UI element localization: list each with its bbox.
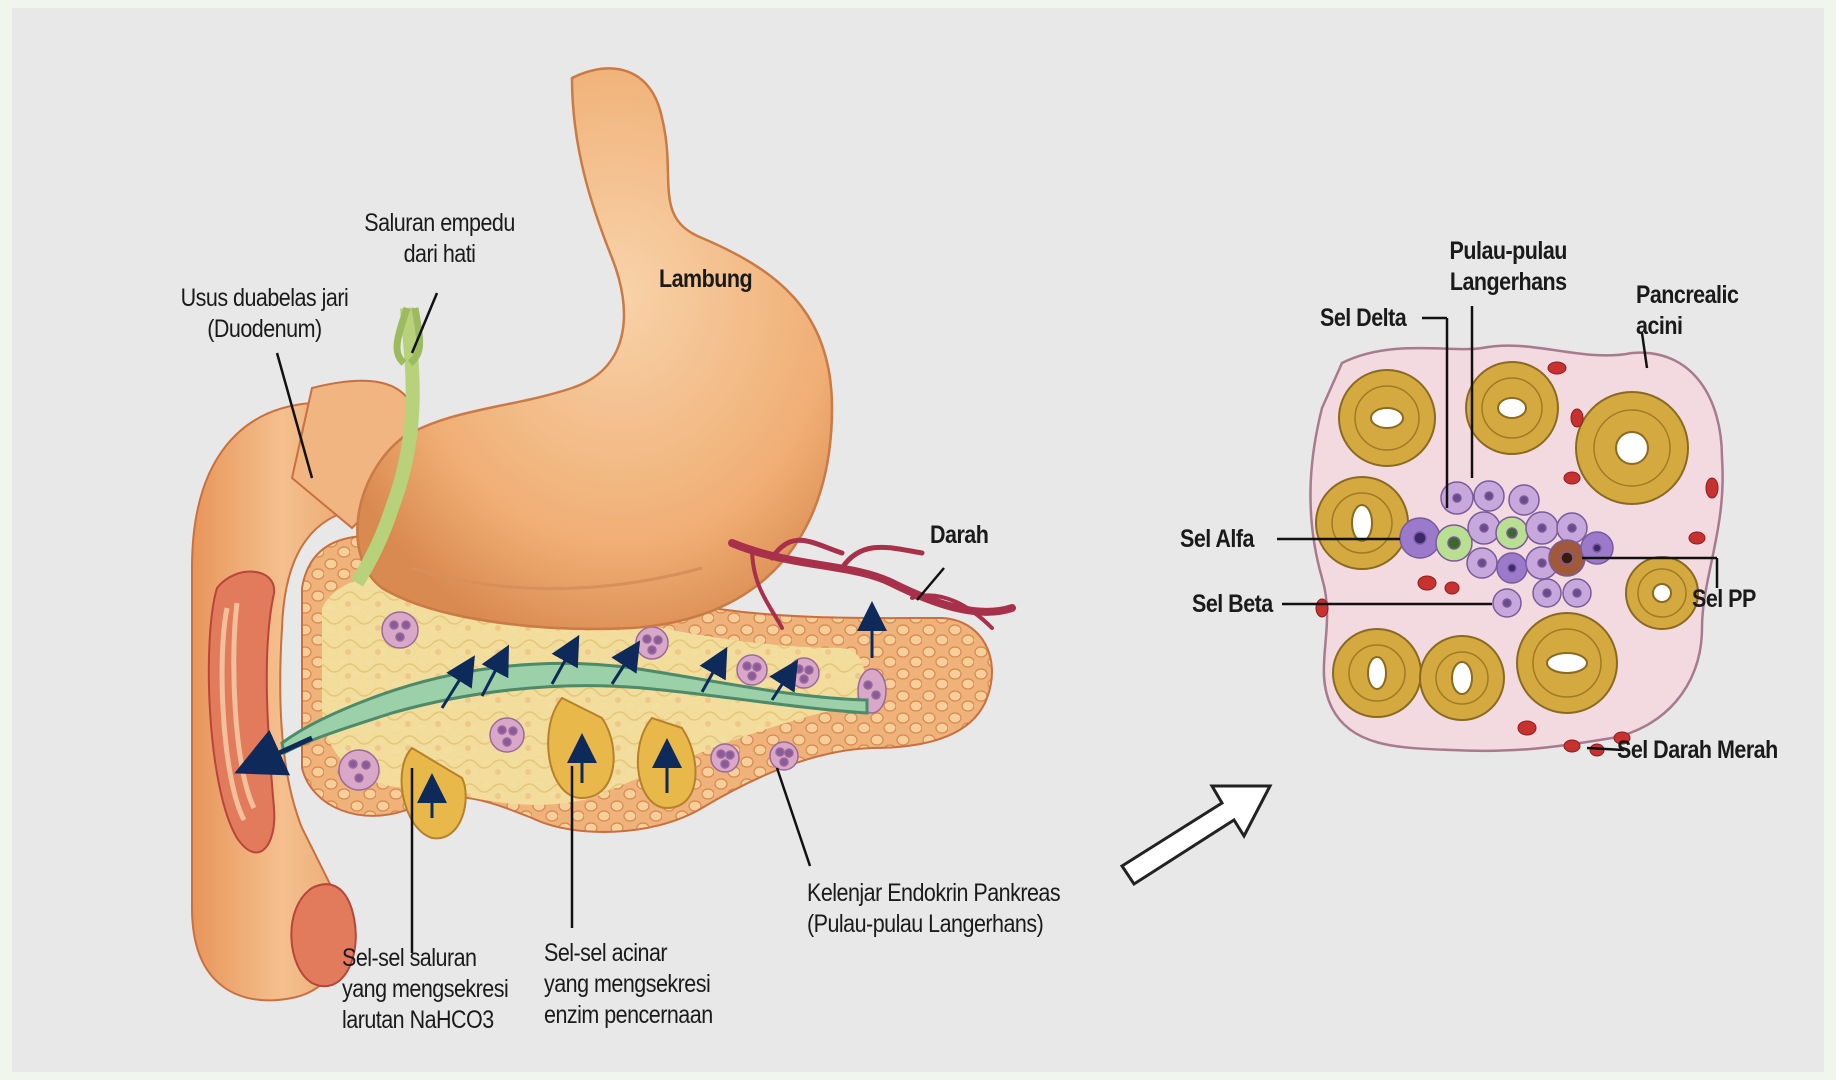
label-sel-delta: Sel Delta	[1320, 303, 1406, 334]
label-line: acini	[1636, 311, 1738, 342]
label-sel-beta: Sel Beta	[1192, 589, 1273, 620]
label-kelenjar-endokrin: Kelenjar Endokrin Pankreas (Pulau-pulau …	[807, 878, 1060, 940]
label-line: Langerhans	[1450, 267, 1567, 298]
label-line: Saluran empedu	[364, 208, 515, 239]
label-line: yang mengsekresi	[342, 974, 508, 1005]
label-lambung: Lambung	[659, 264, 752, 295]
blood-vessels	[732, 540, 1012, 628]
label-duodenum: Usus duabelas jari (Duodenum)	[181, 283, 349, 345]
label-line: Kelenjar Endokrin Pankreas	[807, 878, 1060, 909]
label-darah: Darah	[930, 520, 988, 551]
islet-detail	[1277, 306, 1723, 756]
label-line: Pancrealic	[1636, 280, 1738, 311]
label-line: yang mengsekresi	[544, 969, 713, 1000]
label-sel-darah-merah: Sel Darah Merah	[1617, 735, 1778, 766]
label-line: larutan NaHCO3	[342, 1005, 508, 1036]
label-line: enzim pencernaan	[544, 1000, 713, 1031]
label-sel-alfa: Sel Alfa	[1180, 524, 1254, 555]
label-line: (Pulau-pulau Langerhans)	[807, 909, 1060, 940]
label-sel-acinar: Sel-sel acinar yang mengsekresi enzim pe…	[544, 938, 713, 1031]
label-line: (Duodenum)	[181, 314, 349, 345]
label-line: Usus duabelas jari	[181, 283, 349, 314]
stomach	[357, 68, 832, 629]
label-sel-saluran: Sel-sel saluran yang mengsekresi larutan…	[342, 943, 508, 1036]
hollow-arrow	[1122, 786, 1270, 884]
diagram-canvas: Saluran empedu dari hati Lambung Usus du…	[12, 8, 1824, 1072]
label-pulau-langerhans: Pulau-pulau Langerhans	[1450, 236, 1567, 298]
label-sel-pp: Sel PP	[1692, 584, 1756, 615]
label-line: Sel-sel saluran	[342, 943, 508, 974]
label-line: Sel-sel acinar	[544, 938, 713, 969]
label-line: Pulau-pulau	[1450, 236, 1567, 267]
label-saluran-empedu: Saluran empedu dari hati	[364, 208, 515, 270]
label-line: dari hati	[364, 239, 515, 270]
label-pancreatic-acini: Pancrealic acini	[1636, 280, 1738, 342]
